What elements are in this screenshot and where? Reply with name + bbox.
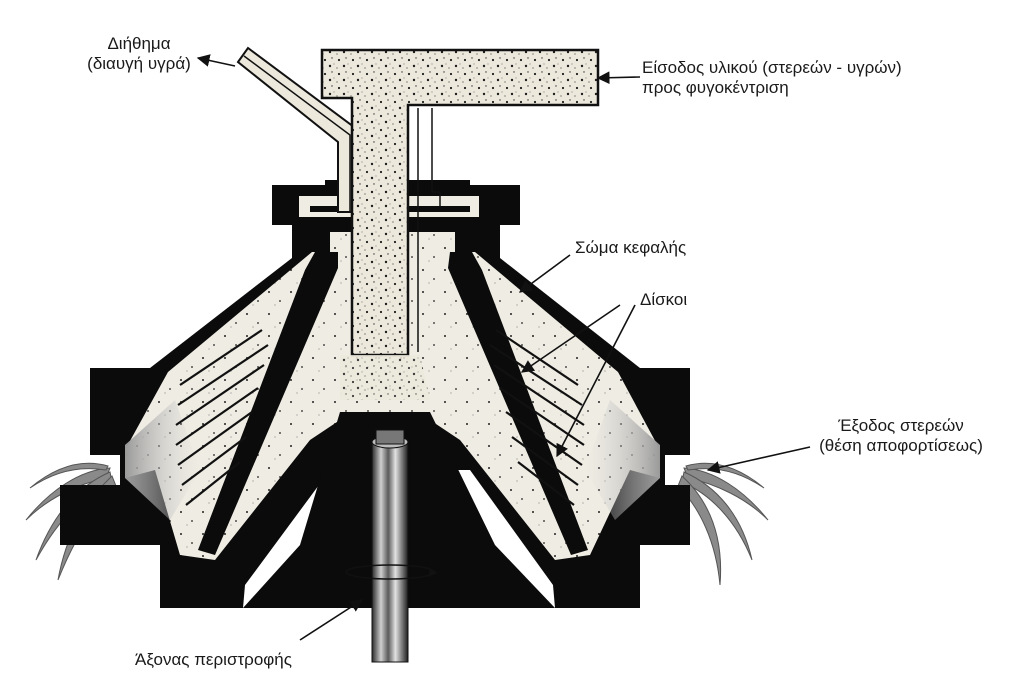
rotation-shaft [371, 439, 409, 663]
solids-outlet-arrow [706, 446, 811, 474]
rotation-axis-label: Άξονας περιστροφής [135, 650, 292, 669]
discs-arrow-lower [556, 304, 636, 458]
discs-arrow-upper [520, 304, 621, 373]
right-solids-spray [677, 462, 769, 586]
inlet-arrow [596, 71, 641, 85]
leader-arrows [196, 54, 811, 641]
right-discs [489, 329, 585, 506]
shaft-collar [375, 429, 405, 445]
filtrate-label-line1: Διήθημα [107, 34, 171, 53]
filtrate-label-line2: (διαυγή υγρά) [87, 54, 191, 73]
left-discs [175, 329, 269, 506]
filtrate-pipe-inner [243, 55, 351, 212]
inlet-label-line2: προς φυγοκέντριση [642, 78, 789, 97]
feed-pipe-wall [417, 108, 441, 352]
solids-outlet-label: Έξοδος στερεών (θέση αποφορτίσεως) [795, 416, 1007, 456]
rotation-axis-arrow [299, 599, 364, 641]
left-disc-holder [198, 252, 338, 555]
head-body-arrow [518, 254, 571, 293]
filtrate-label: Διήθημα (διαυγή υγρά) [55, 34, 223, 74]
right-disc-holder [448, 252, 588, 555]
left-outlet-shade [125, 400, 200, 520]
right-outlet-shade [585, 400, 660, 520]
solids-outlet-label-line1: Έξοδος στερεών [838, 416, 964, 435]
filtrate-arrow [196, 54, 236, 67]
head-body-label: Σώμα κεφαλής [575, 238, 687, 257]
central-slurry [340, 355, 430, 400]
discs-label: Δίσκοι [640, 290, 688, 309]
inlet-label: Είσοδος υλικού (στερεών - υγρών) προς φυ… [642, 58, 902, 98]
rotation-ring-arrow [428, 569, 438, 577]
solids-outlet-label-line2: (θέση αποφορτίσεως) [819, 436, 983, 455]
inlet-label-line1: Είσοδος υλικού (στερεών - υγρών) [642, 58, 902, 77]
